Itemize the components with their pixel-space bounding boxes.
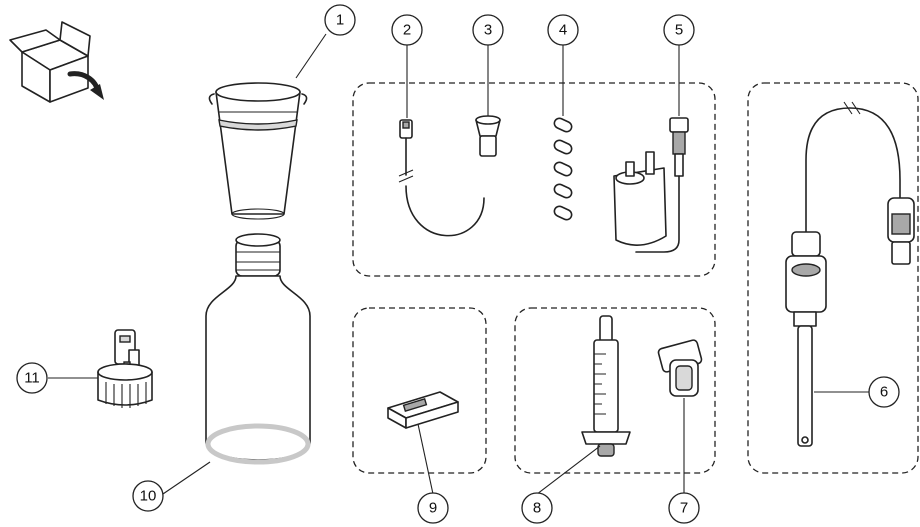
callout-1: 1 — [325, 5, 355, 35]
tubing-clip — [658, 339, 703, 396]
callout-5-label: 5 — [675, 22, 683, 39]
callout-9: 9 — [418, 493, 448, 523]
syringe — [582, 316, 630, 456]
callout-8-label: 8 — [533, 500, 541, 517]
callout-10-label: 10 — [140, 488, 157, 505]
tube-fitting — [476, 116, 500, 156]
flow-cell-connector — [614, 118, 688, 252]
callout-6: 6 — [869, 377, 899, 407]
callout-7: 7 — [669, 493, 699, 523]
callout-6-label: 6 — [880, 384, 888, 401]
usb-stick — [388, 392, 458, 428]
callout-1-label: 1 — [336, 12, 344, 29]
callout-8: 8 — [522, 493, 552, 523]
callout-3-label: 3 — [484, 22, 492, 39]
callout-2: 2 — [392, 15, 422, 45]
callout-9-label: 9 — [429, 500, 437, 517]
callout-10: 10 — [133, 481, 163, 511]
group-box-probe — [748, 83, 918, 473]
leader-8 — [537, 446, 600, 494]
leader-1 — [296, 34, 326, 78]
callout-7-label: 7 — [680, 500, 688, 517]
leader-10 — [160, 462, 210, 496]
callout-11-label: 11 — [24, 370, 40, 387]
callout-4: 4 — [548, 15, 578, 45]
beaker-cup — [209, 83, 306, 219]
sample-bottle — [206, 234, 310, 462]
callout-4-label: 4 — [559, 22, 567, 39]
leader-9 — [418, 424, 433, 494]
unpack-box-icon — [10, 22, 104, 102]
o-rings-set — [553, 117, 574, 222]
callout-11: 11 — [17, 363, 47, 393]
bottle-cap-assembly — [98, 330, 152, 408]
group-box-usb — [353, 308, 486, 473]
callout-2-label: 2 — [403, 22, 411, 39]
callout-5: 5 — [664, 15, 694, 45]
callout-3: 3 — [473, 15, 503, 45]
tubing-assembly — [399, 120, 484, 236]
